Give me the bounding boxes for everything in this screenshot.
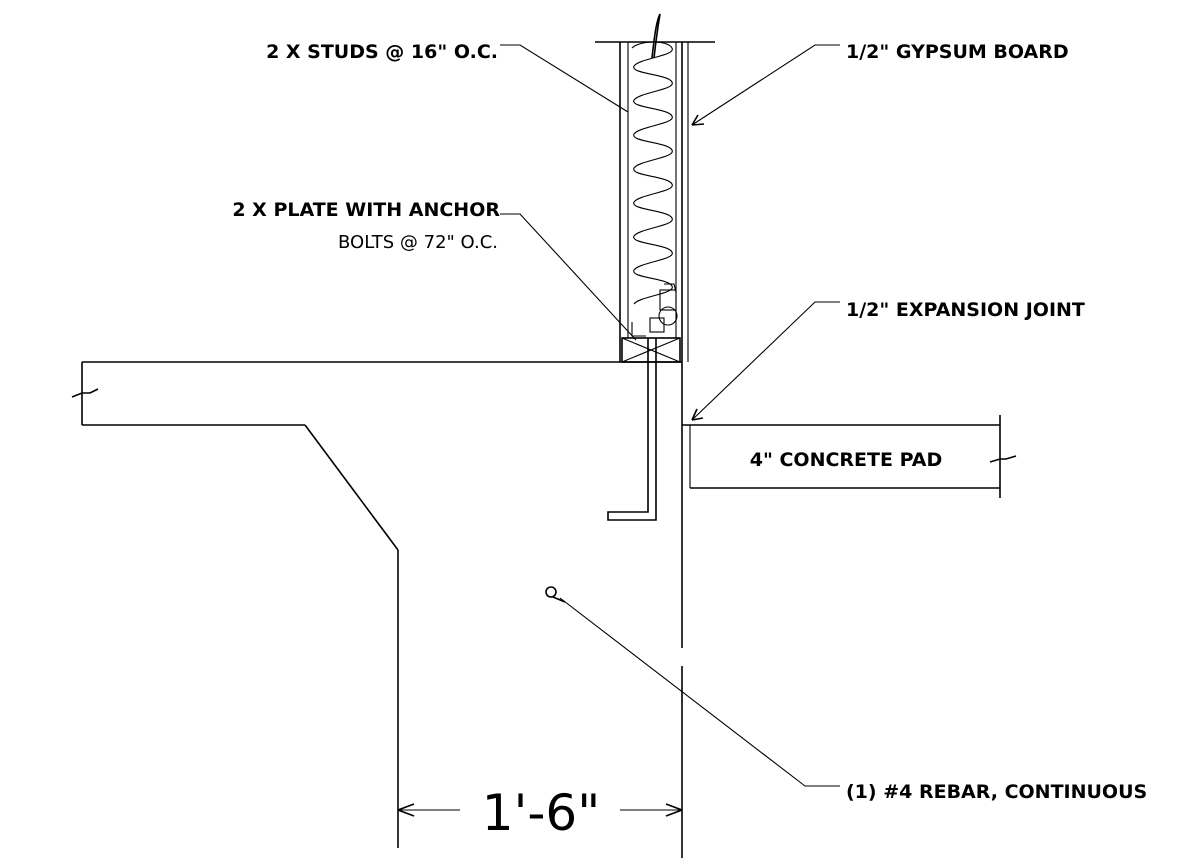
dimension-arrow-right-icon (665, 803, 683, 817)
foundation-outline (81, 361, 683, 858)
haunch-diagonal (304, 424, 399, 551)
wall-assembly (595, 13, 715, 521)
plate-label-line1: 2 X PLATE WITH ANCHOR (232, 199, 500, 221)
anchor-bolt-washer-icon (658, 306, 678, 326)
concrete-pad-label: 4" CONCRETE PAD (750, 449, 943, 471)
slab-break-mark-icon (71, 388, 99, 398)
expansion-joint-label: 1/2" EXPANSION JOINT (846, 299, 1085, 321)
rebar (545, 586, 566, 603)
expansion-leader (691, 301, 840, 421)
footing-width-label: 1'-6" (482, 784, 600, 842)
anchor-plate-washer (649, 317, 665, 333)
plate-leader (500, 213, 637, 341)
studs-leader (500, 44, 629, 113)
anchor-bolt-shaft (607, 338, 657, 521)
pad-break-mark-icon (989, 455, 1017, 463)
studs-label: 2 X STUDS @ 16" O.C. (266, 41, 498, 63)
leader-lines (500, 44, 840, 787)
gypsum-label: 1/2" GYPSUM BOARD (846, 41, 1069, 63)
plate-corner-mark (631, 322, 646, 337)
wall-break-mark-icon (651, 13, 661, 59)
rebar-section-icon (545, 586, 557, 598)
anchor-bolt-top-mark (664, 283, 677, 293)
plate-label-line2: BOLTS @ 72" O.C. (338, 232, 498, 253)
gypsum-arrow-icon (691, 114, 705, 126)
gypsum-leader (691, 44, 840, 126)
anchor-bolt-nut (659, 289, 677, 311)
expansion-arrow-icon (691, 408, 704, 421)
rebar-label: (1) #4 REBAR, CONTINUOUS (846, 781, 1147, 803)
bottom-plate (621, 337, 681, 363)
rebar-tail-mark (552, 596, 566, 603)
dimension-arrow-left-icon (397, 803, 415, 817)
bottom-plate-cross-2 (621, 337, 681, 363)
concrete-pad (682, 415, 1017, 498)
batt-insulation-pattern (631, 41, 673, 305)
footing-width-dimension: 1'-6" (397, 784, 683, 842)
rebar-leader (559, 597, 840, 787)
